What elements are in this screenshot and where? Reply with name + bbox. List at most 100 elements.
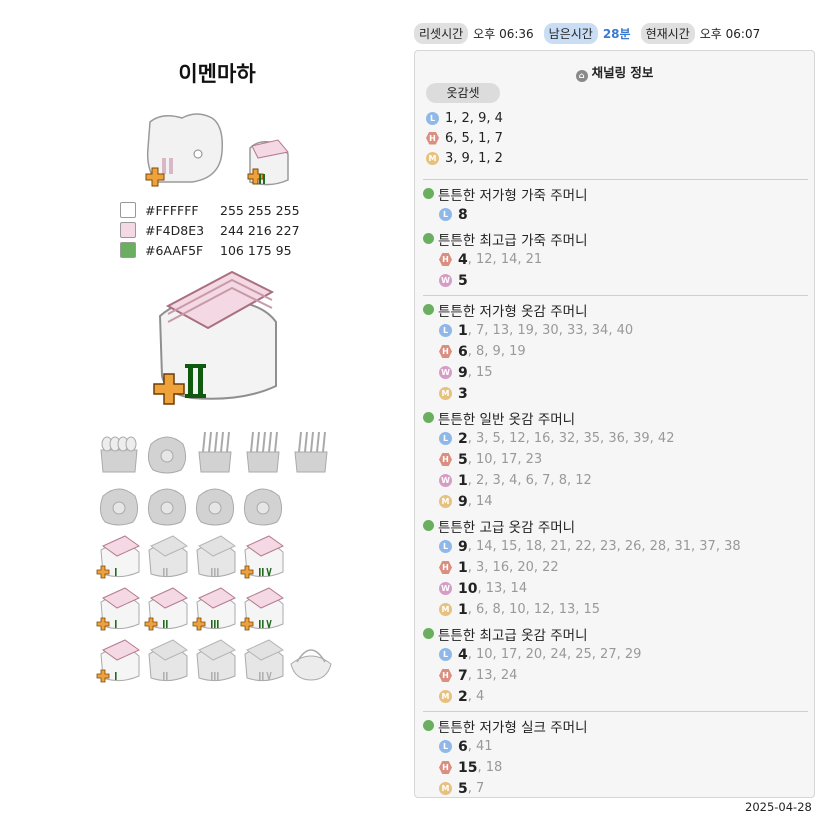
icon-grid-row xyxy=(95,634,335,686)
server-w-icon: W xyxy=(439,474,452,487)
set-line-text: 6, 5, 1, 7 xyxy=(445,130,503,146)
home-icon: ⌂ xyxy=(575,70,588,82)
channel-first: 4 xyxy=(458,251,468,268)
server-l-icon: L xyxy=(439,208,452,221)
set-line: M 3, 9, 1, 2 xyxy=(426,148,503,168)
channel-first: 2 xyxy=(458,430,468,447)
server-m-icon: M xyxy=(439,690,452,703)
pouch-II-icon xyxy=(143,582,191,632)
server-m-icon: M xyxy=(439,603,452,616)
icon-grid-row xyxy=(95,478,335,530)
channel-first: 6 xyxy=(458,738,468,755)
pouch-III-icon xyxy=(191,582,239,632)
channel-first: 5 xyxy=(458,451,468,468)
pouch-I-icon xyxy=(95,582,143,632)
channel-first: 9 xyxy=(458,364,468,381)
swatch-row: #6AAF5F 106 175 95 xyxy=(120,240,300,260)
large-pouch-icon xyxy=(152,266,282,406)
server-l-icon: L xyxy=(439,432,452,445)
server-l-icon: L xyxy=(439,324,452,337)
channel-rest: , 3, 5, 12, 16, 32, 35, 36, 39, 42 xyxy=(467,431,675,446)
channel-first: 6 xyxy=(458,343,468,360)
bag-icon xyxy=(95,478,143,528)
server-h-icon: H xyxy=(439,761,452,774)
pouch-title: 튼튼한 저가형 옷감 주머니 xyxy=(423,299,808,320)
channel-rest: , 18 xyxy=(477,760,503,775)
server-w-icon: W xyxy=(439,582,452,595)
basket-icon xyxy=(287,634,335,684)
channel-rest: , 13, 24 xyxy=(467,668,518,683)
channel-rest: , 41 xyxy=(467,739,493,754)
section-divider xyxy=(423,295,808,296)
server-h-icon: H xyxy=(439,453,452,466)
pouch-name: 튼튼한 저가형 옷감 주머니 xyxy=(438,303,588,320)
swatch-hex: #F4D8E3 xyxy=(145,222,205,238)
server-w-icon: W xyxy=(439,366,452,379)
pouch-II-icon xyxy=(143,530,191,580)
icon-grid-row xyxy=(95,530,335,582)
pouch-name: 튼튼한 저가형 실크 주머니 xyxy=(438,719,588,736)
channel-first: 9 xyxy=(458,538,468,555)
channel-first: 8 xyxy=(458,206,468,223)
pouch-name: 튼튼한 최고급 가죽 주머니 xyxy=(438,232,588,249)
status-dot-icon xyxy=(423,720,434,731)
pouch-I-icon xyxy=(95,530,143,580)
section-divider xyxy=(423,711,808,712)
server-m-icon: M xyxy=(439,495,452,508)
server-h-icon: H xyxy=(439,669,452,682)
pouch-title: 튼튼한 고급 옷감 주머니 xyxy=(423,515,808,536)
status-dot-icon xyxy=(423,628,434,639)
server-l-icon: L xyxy=(439,648,452,661)
server-m-icon: M xyxy=(426,151,439,165)
channel-rest: , 12, 14, 21 xyxy=(467,252,543,267)
channel-rest: , 7 xyxy=(467,781,485,796)
remaining-time-label: 남은시간 xyxy=(543,23,598,44)
swatch-color-box xyxy=(120,222,136,238)
panel-heading-text: 채널링 정보 xyxy=(591,65,654,80)
icon-grid-row xyxy=(95,426,335,478)
channel-first: 1 xyxy=(458,322,468,339)
pouch-name: 튼튼한 고급 옷감 주머니 xyxy=(438,519,576,536)
leaf-icon xyxy=(239,426,287,476)
bag-icon xyxy=(143,478,191,528)
pouch-title: 튼튼한 일반 옷감 주머니 xyxy=(423,407,808,428)
pouch-II-icon xyxy=(143,634,191,684)
swatch-color-box xyxy=(120,242,136,258)
fabric-set-tab[interactable]: 옷감셋 xyxy=(426,83,500,103)
channel-rest: , 10, 17, 20, 24, 25, 27, 29 xyxy=(467,647,642,662)
channel-rest: , 8, 9, 19 xyxy=(467,344,526,359)
item-preview-column: 이멘마하 #FFFFFF 255 255 255 #F4D8E3 244 216… xyxy=(0,0,410,813)
current-time-value: 오후 06:07 xyxy=(699,27,761,41)
pouch-IV-icon xyxy=(239,530,287,580)
server-l-icon: L xyxy=(426,111,439,125)
channel-rest: , 6, 8, 10, 12, 13, 15 xyxy=(467,602,601,617)
channel-rest: , 2, 3, 4, 6, 7, 8, 12 xyxy=(467,473,592,488)
set-line: H 6, 5, 1, 7 xyxy=(426,128,503,148)
channel-rest: , 4 xyxy=(467,689,485,704)
pouch-name: 튼튼한 최고급 옷감 주머니 xyxy=(438,627,588,644)
swatch-row: #F4D8E3 244 216 227 xyxy=(120,220,300,240)
wheat-icon xyxy=(287,426,335,476)
channel-first: 1 xyxy=(458,472,468,489)
pouch-name: 튼튼한 일반 옷감 주머니 xyxy=(438,411,576,428)
channel-rest: , 14, 15, 18, 21, 22, 23, 26, 28, 31, 37… xyxy=(467,539,741,554)
channel-first: 3 xyxy=(458,385,468,402)
server-m-icon: M xyxy=(439,387,452,400)
status-dot-icon xyxy=(423,412,434,423)
server-h-icon: H xyxy=(426,131,439,145)
set-line-text: 3, 9, 1, 2 xyxy=(445,150,503,166)
